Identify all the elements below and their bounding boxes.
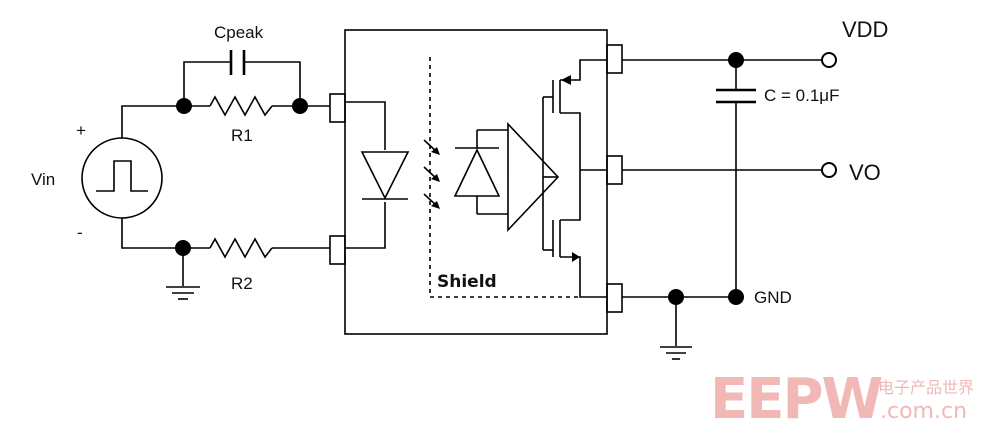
capacitor-label: C = 0.1μF [764,86,839,105]
vo-label: VO [849,160,881,185]
output-stage [542,59,607,298]
node-dot [175,240,191,256]
light-arrows-icon [423,139,440,209]
amplifier-icon [507,121,560,233]
vin-source [81,137,163,219]
pin-anode [329,93,346,123]
gnd-label: GND [754,288,792,307]
watermark-logo: EEPW 电子产品世界 .com.cn [710,367,974,428]
output-network: VDD VO GND C = 0.1μF [622,17,888,360]
node-dot [176,98,192,114]
pulse-icon [96,160,148,192]
minus-label: - [77,223,83,242]
vo-terminal [821,162,837,178]
right-ground-icon [660,346,692,360]
shield-label: Shield [437,272,497,292]
pin-cathode [329,235,346,265]
vdd-terminal [821,52,837,68]
vin-label: Vin [31,170,55,189]
led-diode-icon [360,151,410,200]
photodiode-icon [453,129,508,215]
pin-vo [606,155,623,185]
pin-gnd [606,283,623,313]
cpeak-label: Cpeak [214,23,264,42]
pin-vdd [606,44,623,74]
r2-resistor [209,237,273,259]
watermark-site: .com.cn [880,399,967,424]
node-dot [292,98,308,114]
input-network: Cpeak R1 R2 Vin + - [31,23,330,300]
plus-label: + [76,121,86,140]
node-dot [728,52,744,68]
left-ground-icon [166,286,200,300]
watermark-chinese: 电子产品世界 [878,378,974,397]
vdd-label: VDD [842,17,888,42]
optocoupler-package: Shield [329,29,623,335]
shield-line [429,57,580,298]
cpeak-capacitor [229,50,246,75]
r1-resistor [209,95,273,117]
watermark-brand: EEPW [710,367,883,428]
node-dot [668,289,684,305]
node-dot [728,289,744,305]
r1-label: R1 [231,126,253,145]
r2-label: R2 [231,274,253,293]
